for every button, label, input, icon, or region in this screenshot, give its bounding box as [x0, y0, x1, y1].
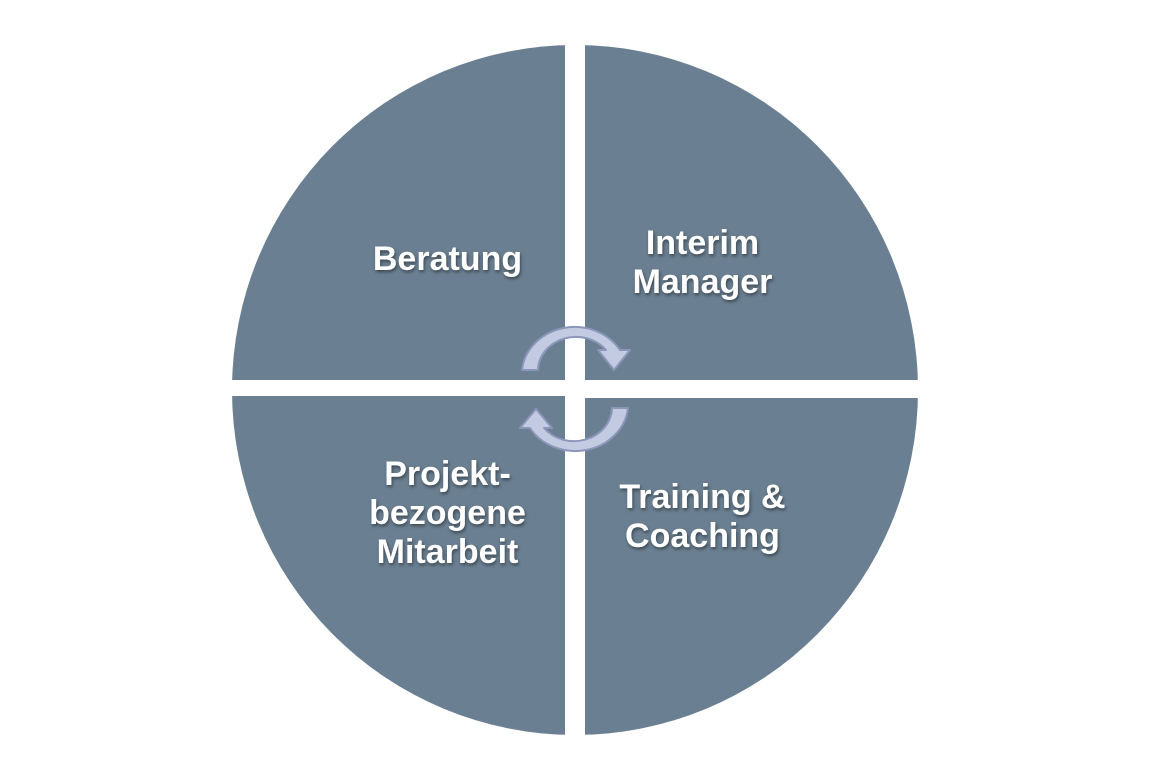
quadrant-label-line: Manager: [632, 263, 773, 301]
quadrant-label-beratung: Beratung: [330, 240, 565, 279]
quadrant-label-training-coaching: Training & Coaching: [585, 478, 820, 556]
quadrant-label-line: Coaching: [625, 517, 780, 555]
cycle-arrows-icon: [519, 325, 631, 453]
quadrant-label-line: Beratung: [372, 240, 523, 278]
cycle-arrow-top-icon: [521, 325, 631, 371]
quadrant-top-right: [585, 45, 918, 380]
quadrant-label-line: Projekt-: [384, 455, 511, 493]
quadrant-bottom-right: [585, 398, 918, 735]
quadrant-label-projektbezogene-mitarbeit: Projekt- bezogene Mitarbeit: [330, 455, 565, 572]
quadrant-label-line: Mitarbeit: [376, 533, 519, 571]
quadrant-label-line: Training &: [619, 478, 786, 516]
quadrant-label-line: Interim: [645, 224, 760, 262]
quadrant-top-left: [232, 45, 565, 380]
quadrant-label-interim-manager: Interim Manager: [585, 224, 820, 302]
quadrant-label-line: bezogene: [369, 494, 526, 532]
cycle-arrow-bottom-icon: [519, 407, 629, 453]
